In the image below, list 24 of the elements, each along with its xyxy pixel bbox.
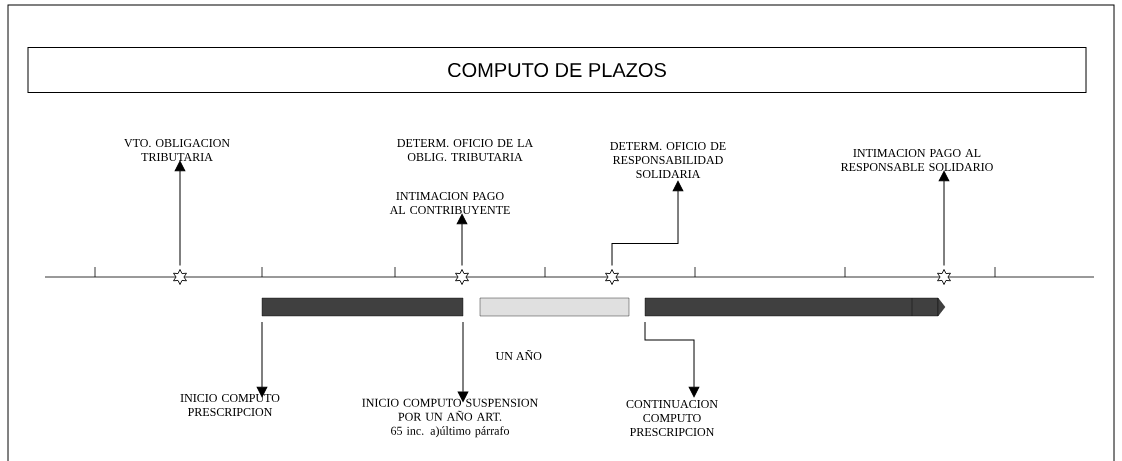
event-label: INTIMACION PAGO AL CONTRIBUYENTE (389, 191, 510, 215)
event-label: INICIO COMPUTO SUSPENSION POR UN AÑO ART. 65 inc. a)último párrafo (362, 398, 538, 438)
arrow (174, 160, 186, 266)
event-label: INTIMACION PAGO AL RESPONSABLE SOLIDARIO (841, 148, 993, 172)
bar-caption: UN AÑO (495, 349, 542, 361)
period-bar (261, 297, 464, 317)
arrow (644, 321, 700, 398)
star-marker (937, 269, 951, 285)
star-marker (455, 269, 469, 285)
star-marker (173, 269, 187, 285)
arrow (611, 180, 684, 266)
period-bar (479, 297, 630, 317)
event-label: INICIO COMPUTO PRESCRIPCION (180, 393, 280, 417)
arrow (256, 321, 268, 398)
event-label: DETERM. OFICIO DE RESPONSABILIDAD SOLIDARIA (610, 141, 726, 179)
event-label: VTO. OBLIGACION TRIBUTARIA (124, 138, 230, 162)
arrow (938, 170, 950, 266)
title-box: COMPUTO DE PLAZOS (27, 47, 1087, 93)
arrow (456, 213, 468, 266)
event-label: DETERM. OFICIO DE LA OBLIG. TRIBUTARIA (397, 138, 534, 162)
period-bar (644, 297, 946, 317)
event-label: CONTINUACION COMPUTO PRESCRIPCION (626, 399, 718, 437)
arrow (457, 321, 469, 402)
star-marker (605, 269, 619, 285)
